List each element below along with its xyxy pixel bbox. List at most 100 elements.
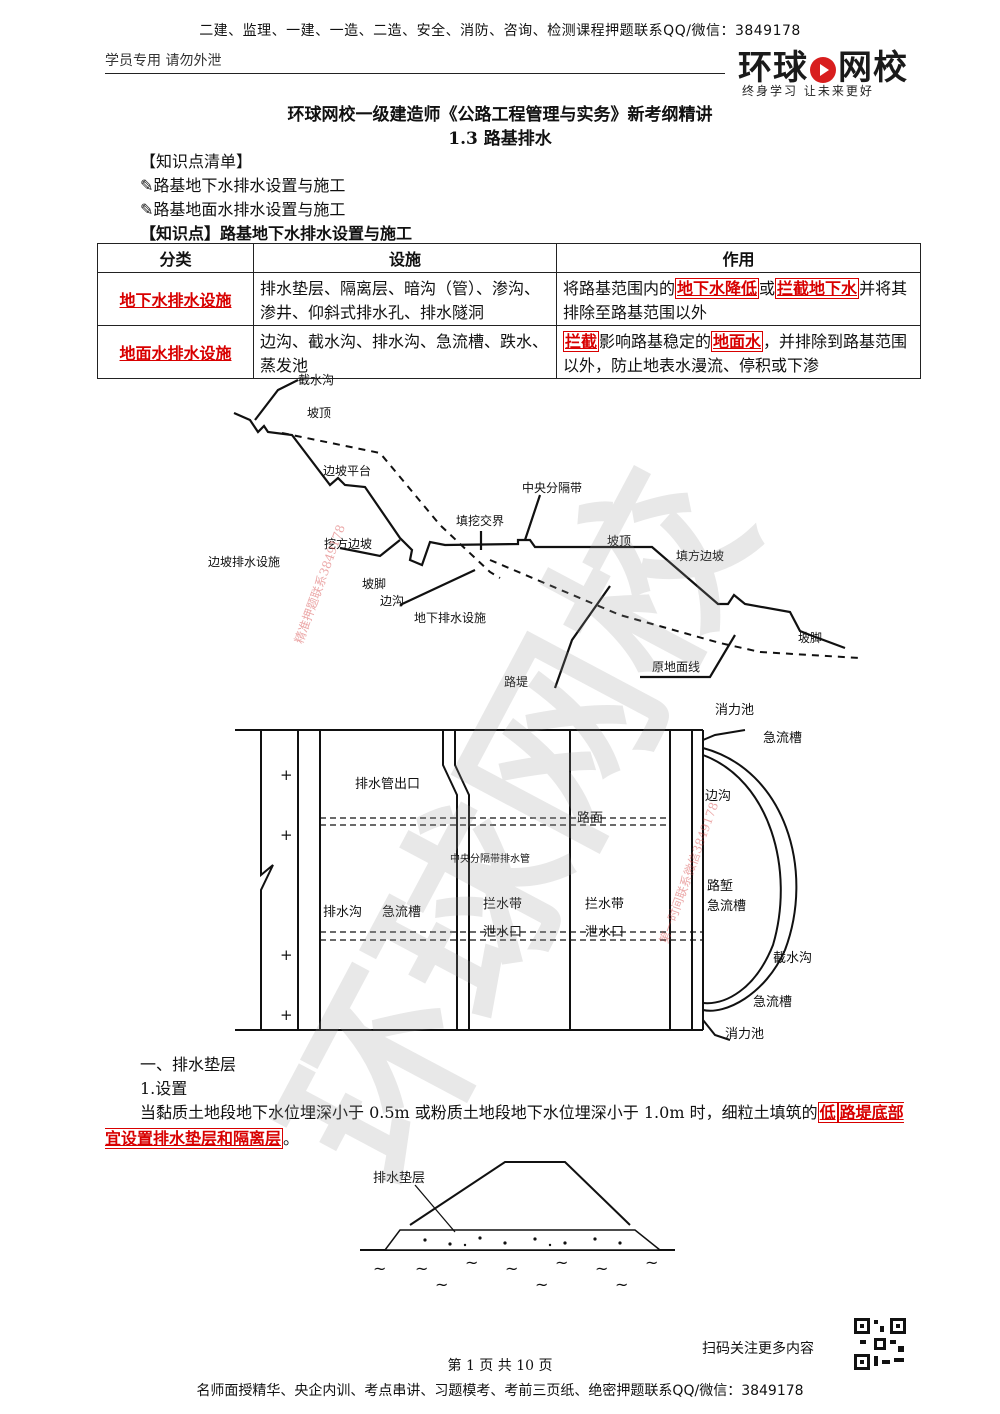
label-chute-bottom: 急流槽 — [753, 995, 792, 1010]
table-row: 地面水排水设施 边沟、截水沟、排水沟、急流槽、跌水、蒸发池 拦截影响路基稳定的地… — [97, 325, 921, 379]
intercept-ditch-curve — [702, 747, 798, 1012]
label-intercept-ditch: 截水沟 — [773, 951, 812, 966]
label-pavement: 路面 — [577, 810, 603, 826]
facility-table: 分类 设施 作用 地下水排水设施 排水垫层、隔离层、暗沟（管）、渗沟、渗井、仰斜… — [97, 243, 921, 379]
pointer-embankment — [553, 585, 611, 689]
label-chute-right: 急流槽 — [707, 899, 746, 914]
list-item: ✎路基地下水排水设置与施工 — [140, 176, 346, 195]
logo-text-right: 网校 — [838, 48, 908, 88]
intercept-ditch-curve — [702, 754, 782, 1005]
paragraph-text: 。 — [283, 1129, 300, 1148]
logo-slogan: 终身学习 让未来更好 — [742, 84, 874, 98]
svg-text:~: ~ — [415, 1259, 428, 1278]
label-curb-left: 拦水带 — [483, 897, 522, 912]
logo: 环球网校 — [738, 40, 908, 89]
facilities-cell: 边沟、截水沟、排水沟、急流槽、跌水、蒸发池 — [253, 325, 557, 379]
plus-mark: + — [280, 1006, 293, 1024]
section-heading: 一、排水垫层 — [140, 1055, 237, 1074]
bottom-banner: 名师面授精华、央企内训、考点串讲、习题模考、考前三页纸、绝密押题联系QQ/微信：… — [196, 1383, 804, 1399]
pointer-sub-drain — [399, 569, 476, 606]
label-slope-platform: 边坡平台 — [323, 463, 371, 478]
svg-text:~: ~ — [373, 1259, 386, 1278]
qr-code-icon[interactable] — [852, 1316, 908, 1372]
function-text: 影响路基稳定的 — [599, 332, 712, 351]
highlight: 路堤底部宜设置排水垫层和隔离层 — [105, 1102, 904, 1149]
function-text: ，并排除到路基范围以外，防止地表水漫流、停积或下渗 — [563, 332, 908, 375]
column-header: 分类 — [97, 243, 254, 273]
column-header: 设施 — [253, 243, 557, 273]
highlight: 拦截地下水 — [775, 278, 860, 299]
label-drain-ditch: 排水沟 — [323, 905, 362, 920]
plus-mark: + — [280, 946, 293, 964]
pointer-ground — [640, 634, 736, 679]
logo-text-left: 环球 — [738, 48, 808, 88]
cross-section-diagram: 截水沟 坡顶 边坡平台 中央分隔带 填挖交界 挖方边坡 边坡排水设施 坡脚 边沟… — [208, 373, 860, 689]
svg-text:~: ~ — [595, 1259, 608, 1278]
column-header: 作用 — [556, 243, 921, 273]
embankment-outline — [409, 1161, 631, 1226]
original-ground-line — [281, 432, 501, 579]
label-median-pipe: 中央分隔带排水管 — [450, 852, 530, 865]
pointer-slope-facility — [339, 539, 401, 558]
label-cutting: 路堑 — [707, 878, 733, 894]
label-slope-top-2: 坡顶 — [607, 534, 631, 548]
pointer-median — [523, 494, 542, 541]
paragraph-text: 当黏质土地段地下水位埋深小于 0.5m 或粉质土地段地下水位埋深小于 1.0m … — [140, 1103, 818, 1122]
label-basin-bottom: 消力池 — [725, 1027, 764, 1042]
label-toe-2: 坡脚 — [798, 630, 822, 645]
label-spillway-left: 泄水口 — [483, 925, 522, 940]
break-line — [260, 730, 274, 1030]
knowledge-heading: 【知识点】路基地下水排水设置与施工 — [140, 224, 413, 243]
label-cut-slope: 挖方边坡 — [324, 536, 372, 551]
svg-text:~: ~ — [555, 1253, 568, 1272]
highlight: 地下水降低 — [675, 278, 760, 299]
function-cell: 拦截影响路基稳定的地面水，并排除到路基范围以外，防止地表水漫流、停积或下渗 — [556, 325, 921, 379]
doc-subtitle: 1.3 路基排水 — [448, 129, 552, 149]
label-pipe-outlet: 排水管出口 — [355, 777, 420, 792]
original-ground-line — [489, 559, 860, 659]
label-toe: 坡脚 — [362, 576, 386, 591]
paragraph: 当黏质土地段地下水位埋深小于 0.5m 或粉质土地段地下水位埋深小于 1.0m … — [105, 1100, 915, 1152]
label-side-ditch: 边沟 — [380, 594, 404, 608]
highlight: 拦截 — [563, 331, 600, 352]
svg-text:~: ~ — [615, 1275, 628, 1294]
label-median: 中央分隔带 — [522, 480, 582, 495]
play-icon — [810, 56, 836, 83]
chute-curve — [702, 1019, 731, 1041]
label-pointer — [414, 1184, 456, 1233]
label-cushion: 排水垫层 — [373, 1170, 425, 1186]
function-text: 将路基范围内的 — [563, 279, 676, 298]
plus-mark: + — [280, 766, 293, 784]
label-fill-cut: 填挖交界 — [456, 513, 504, 528]
sub-heading: 1.设置 — [140, 1079, 188, 1098]
label-slope-facility: 边坡排水设施 — [208, 555, 280, 569]
label-intercept-ditch: 截水沟 — [298, 373, 334, 387]
break-line — [442, 730, 458, 1030]
label-basin-top: 消力池 — [715, 703, 754, 718]
page-number: 第 1 页 共 10 页 — [447, 1358, 553, 1374]
break-line — [454, 730, 470, 1030]
list-heading: 【知识点清单】 — [140, 152, 253, 171]
highlight: 地面水 — [711, 331, 764, 352]
doc-title: 环球网校一级建造师《公路工程管理与实务》新考纲精讲 — [287, 105, 713, 125]
label-embankment: 路堤 — [504, 674, 528, 689]
function-text: 或 — [759, 279, 776, 298]
table-row: 地下水排水设施 排水垫层、隔离层、暗沟（管）、渗沟、渗井、仰斜式排水孔、排水隧洞… — [97, 272, 921, 326]
student-note: 学员专用 请勿外泄 — [105, 53, 222, 69]
label-subsurface: 地下排水设施 — [414, 611, 486, 625]
drainage-cushion-diagram: 排水垫层 ~~~~ ~~~~ ~~ — [360, 1161, 675, 1294]
svg-text:~: ~ — [435, 1275, 448, 1294]
category-label: 地面水排水设施 — [119, 344, 232, 363]
table-header-row: 分类 设施 作用 — [97, 243, 921, 273]
plus-mark: + — [280, 826, 293, 844]
svg-text:~: ~ — [645, 1253, 658, 1272]
function-text: 并将其排除至路基范围以外 — [563, 279, 908, 322]
category-cell: 地下水排水设施 — [97, 272, 254, 326]
category-label: 地下水排水设施 — [119, 291, 232, 310]
label-slope-top: 坡顶 — [307, 406, 331, 420]
scan-note: 扫码关注更多内容 — [702, 1341, 814, 1357]
top-banner: 二建、监理、一建、一造、二造、安全、消防、咨询、检测课程押题联系QQ/微信：38… — [199, 23, 801, 39]
pointer-intercept — [254, 379, 299, 421]
label-curb-right: 拦水带 — [585, 897, 624, 912]
label-chute-top: 急流槽 — [763, 731, 802, 746]
